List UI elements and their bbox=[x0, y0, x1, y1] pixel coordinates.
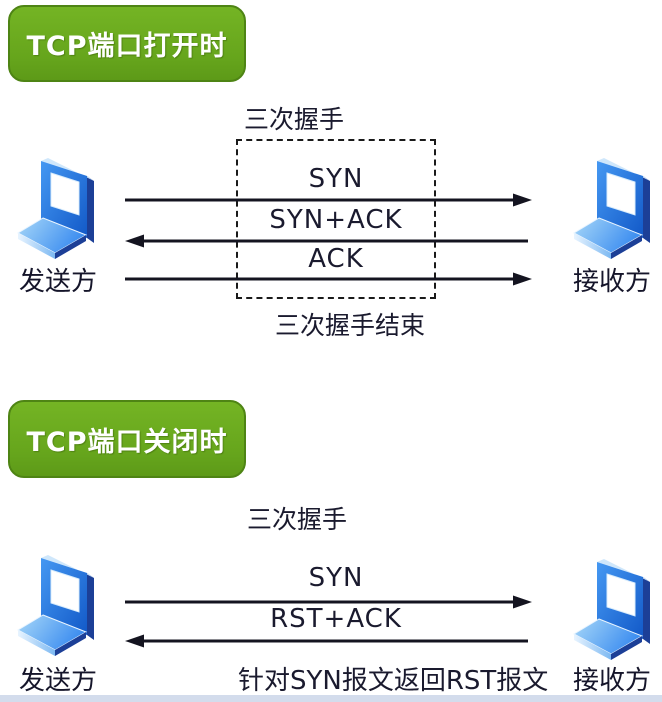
sender-label-closed: 发送方 bbox=[18, 666, 97, 696]
message-arrow-right bbox=[125, 271, 533, 287]
laptop-icon bbox=[17, 554, 95, 657]
message-label-ack: ACK bbox=[308, 244, 364, 274]
message-arrow-left bbox=[125, 633, 530, 649]
laptop-icon bbox=[573, 157, 651, 260]
handshake-end-label: 三次握手结束 bbox=[274, 311, 425, 340]
handshake-label-open: 三次握手 bbox=[243, 105, 344, 134]
section-open-badge: TCP端口打开时 bbox=[8, 5, 246, 82]
section-closed-badge: TCP端口关闭时 bbox=[8, 400, 246, 478]
rst-note-label: 针对SYN报文返回RST报文 bbox=[238, 666, 549, 696]
laptop-icon bbox=[573, 558, 651, 661]
handshake-dashed-box bbox=[236, 139, 436, 299]
laptop-icon bbox=[17, 157, 95, 260]
message-label-synack: SYN+ACK bbox=[269, 205, 403, 235]
message-label-rstack: RST+ACK bbox=[270, 604, 402, 634]
message-label-syn-closed: SYN bbox=[308, 563, 364, 593]
message-label-syn: SYN bbox=[308, 164, 364, 194]
bottom-edge-strip bbox=[0, 695, 662, 702]
receiver-label-open: 接收方 bbox=[572, 267, 651, 297]
receiver-label-closed: 接收方 bbox=[572, 666, 651, 696]
sender-label-open: 发送方 bbox=[18, 267, 97, 297]
handshake-label-closed: 三次握手 bbox=[246, 505, 347, 534]
